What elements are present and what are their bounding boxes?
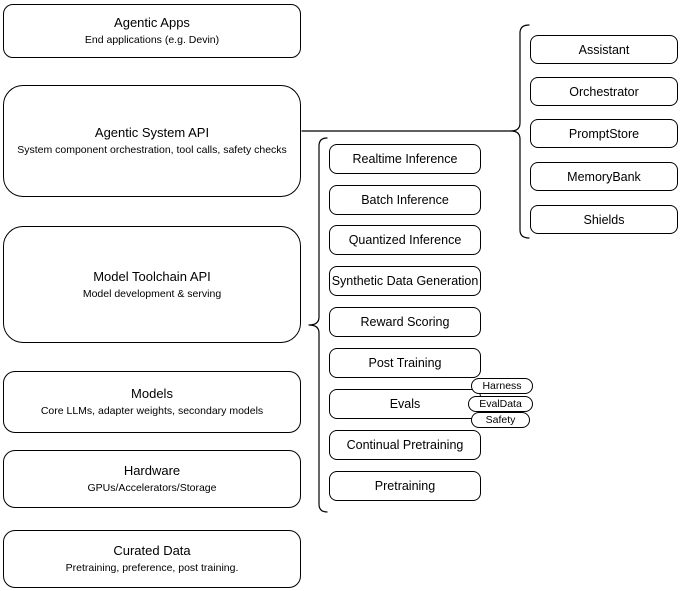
node-title: Model Toolchain API [93, 268, 211, 284]
service-realtime-inference: Realtime Inference [329, 144, 481, 174]
node-subtitle: Core LLMs, adapter weights, secondary mo… [40, 405, 264, 417]
node-hardware: Hardware GPUs/Accelerators/Storage [3, 450, 301, 508]
service-synthetic-data-generation: Synthetic Data Generation [329, 266, 481, 296]
node-curated-data: Curated Data Pretraining, preference, po… [3, 530, 301, 588]
service-continual-pretraining: Continual Pretraining [329, 430, 481, 460]
service-quantized-inference: Quantized Inference [329, 225, 481, 255]
node-title: Models [131, 386, 173, 402]
component-assistant: Assistant [530, 35, 678, 64]
node-subtitle: Pretraining, preference, post training. [65, 562, 239, 574]
service-evals: Evals [329, 389, 481, 419]
node-agentic-system-api: Agentic System API System component orch… [3, 85, 301, 197]
service-pretraining: Pretraining [329, 471, 481, 501]
node-models: Models Core LLMs, adapter weights, secon… [3, 371, 301, 433]
toolchain-services-brace [308, 137, 328, 513]
node-title: Agentic Apps [114, 15, 190, 31]
service-batch-inference: Batch Inference [329, 185, 481, 215]
node-title: Curated Data [113, 543, 191, 559]
tag-harness: Harness [471, 378, 533, 394]
tag-evaldata: EvalData [468, 396, 533, 412]
component-orchestrator: Orchestrator [530, 77, 678, 106]
tag-safety: Safety [471, 412, 530, 428]
node-subtitle: GPUs/Accelerators/Storage [87, 482, 217, 494]
component-memorybank: MemoryBank [530, 162, 678, 191]
node-subtitle: System component orchestration, tool cal… [17, 144, 287, 156]
component-promptstore: PromptStore [530, 119, 678, 148]
node-subtitle: Model development & serving [82, 287, 222, 300]
component-shields: Shields [530, 205, 678, 234]
node-model-toolchain-api: Model Toolchain API Model development & … [3, 226, 301, 343]
node-title: Hardware [123, 463, 181, 479]
service-reward-scoring: Reward Scoring [329, 307, 481, 337]
agentic-components-brace [510, 24, 530, 239]
node-title: Agentic System API [94, 125, 210, 141]
node-subtitle: End applications (e.g. Devin) [84, 34, 220, 46]
node-agentic-apps: Agentic Apps End applications (e.g. Devi… [3, 4, 301, 58]
service-post-training: Post Training [329, 348, 481, 378]
